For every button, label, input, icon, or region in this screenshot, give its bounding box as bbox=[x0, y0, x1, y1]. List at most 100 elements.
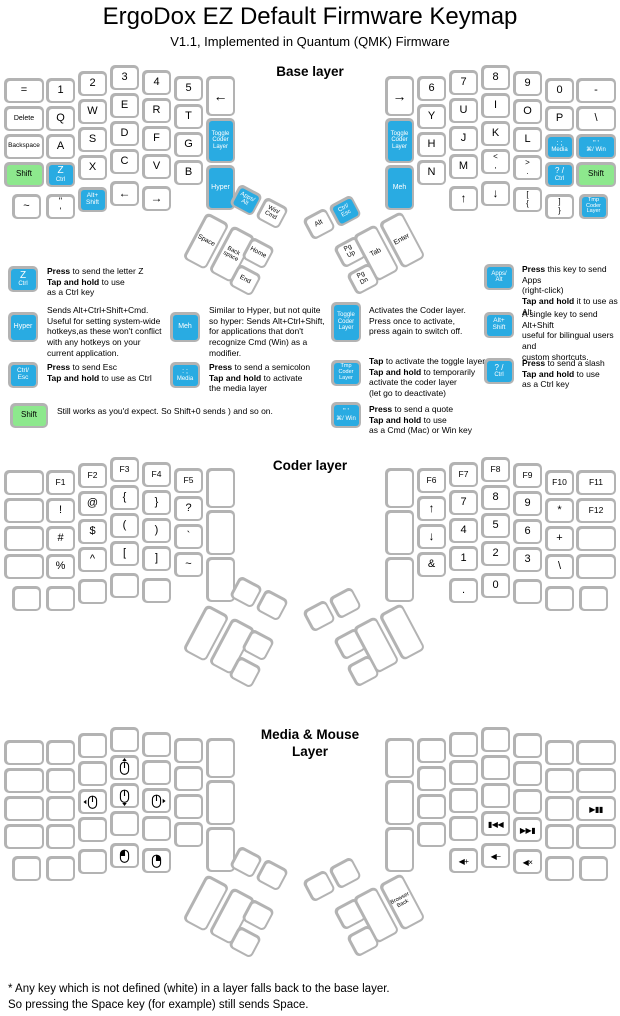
coder-key-symbol: } bbox=[142, 490, 171, 515]
coder-key-symbol: . bbox=[449, 578, 478, 603]
media-mouse-left-key bbox=[78, 789, 107, 814]
base-key-k: K bbox=[481, 121, 510, 146]
coder-key-1: 1 bbox=[449, 546, 478, 571]
coder-key-blank bbox=[545, 586, 574, 611]
volume-mute-icon: ◀× bbox=[522, 858, 533, 868]
media-key-blank bbox=[142, 760, 171, 785]
page-subtitle: V1.1, Implemented in Quantum (QMK) Firmw… bbox=[170, 34, 450, 49]
base-key-j: J bbox=[449, 126, 478, 151]
coder-key-f10: F10 bbox=[545, 470, 574, 495]
coder-key-blank bbox=[4, 526, 44, 551]
base-key-symbol: ~ bbox=[12, 194, 41, 219]
legend-key-apps-alt: Apps/Alt bbox=[484, 264, 514, 290]
coder-key-blank bbox=[78, 579, 107, 604]
coder-key-f3: F3 bbox=[110, 457, 139, 482]
base-key-a: A bbox=[46, 134, 75, 159]
coder-key-blank bbox=[385, 468, 414, 508]
coder-key-3: 3 bbox=[513, 547, 542, 572]
media-key-blank bbox=[385, 780, 414, 825]
media-key-blank bbox=[545, 796, 574, 821]
coder-key-symbol: \ bbox=[545, 554, 574, 579]
coder-key-blank bbox=[206, 510, 235, 555]
media-key-blank bbox=[4, 824, 44, 849]
coder-key-f2: F2 bbox=[78, 463, 107, 488]
base-key-symbol: - bbox=[576, 78, 616, 103]
base-key-symbol: ↑ bbox=[449, 186, 478, 211]
coder-key-symbol: ? bbox=[174, 496, 203, 521]
legend-key-ctrl: ? /Ctrl bbox=[484, 358, 514, 384]
mouse-button-left-icon bbox=[115, 846, 134, 866]
base-key-hyper: Hyper bbox=[206, 165, 235, 210]
footer-line-1: * Any key which is not defined (white) i… bbox=[8, 983, 390, 995]
coder-key-f4: F4 bbox=[142, 462, 171, 487]
media-key-blank bbox=[46, 740, 75, 765]
media-key-blank bbox=[46, 796, 75, 821]
coder-key-blank bbox=[576, 554, 616, 579]
media-layer-label: Media & Mouse Layer bbox=[260, 727, 360, 759]
media-key-blank bbox=[110, 811, 139, 836]
media-key-blank bbox=[78, 733, 107, 758]
base-key-f: F bbox=[142, 126, 171, 151]
coder-key-symbol: # bbox=[46, 526, 75, 551]
base-key-o: O bbox=[513, 99, 542, 124]
media-key-blank bbox=[174, 822, 203, 847]
coder-key-symbol: ↑ bbox=[417, 496, 446, 521]
coder-key-7: 7 bbox=[449, 490, 478, 515]
base-key-l: L bbox=[513, 127, 542, 152]
base-key-4: 4 bbox=[142, 70, 171, 95]
media-key-blank bbox=[385, 738, 414, 778]
coder-key-4: 4 bbox=[449, 518, 478, 543]
media-mouse-down-key bbox=[110, 783, 139, 808]
base-key-7: 7 bbox=[449, 70, 478, 95]
base-key-delete: Delete bbox=[4, 106, 44, 131]
media-key-blank bbox=[4, 796, 44, 821]
media-key-blank bbox=[449, 816, 478, 841]
coder-key-symbol: & bbox=[417, 552, 446, 577]
media-key-blank bbox=[46, 768, 75, 793]
media-key-blank bbox=[206, 827, 235, 872]
media-key-blank bbox=[576, 824, 616, 849]
legend-key-alt-shift: Alt+Shift bbox=[484, 312, 514, 338]
coder-key-symbol: [ bbox=[110, 541, 139, 566]
coder-key-blank bbox=[385, 557, 414, 602]
coder-key-0: 0 bbox=[481, 573, 510, 598]
coder-key-blank bbox=[206, 557, 235, 602]
coder-key-5: 5 bbox=[481, 513, 510, 538]
legend-key-hyper: Hyper bbox=[8, 312, 38, 342]
base-key-shift: Shift bbox=[576, 162, 616, 187]
media-key-blank bbox=[174, 738, 203, 763]
base-key-q: Q bbox=[46, 106, 75, 131]
media-key-blank bbox=[481, 755, 510, 780]
base-key-symbol: [{ bbox=[513, 187, 542, 212]
base-key-r: R bbox=[142, 98, 171, 123]
base-key-symbol: ← bbox=[206, 76, 235, 116]
media-key-blank bbox=[576, 740, 616, 765]
base-key-symbol: ← bbox=[110, 181, 139, 206]
media-key-blank bbox=[417, 766, 446, 791]
base-key-symbol: \ bbox=[576, 106, 616, 131]
coder-key-blank bbox=[110, 573, 139, 598]
media-key-blank bbox=[78, 761, 107, 786]
coder-key-blank bbox=[579, 586, 608, 611]
coder-key-f12: F12 bbox=[576, 498, 616, 523]
base-key-g: G bbox=[174, 132, 203, 157]
media-key-blank bbox=[545, 768, 574, 793]
media-key-blank bbox=[174, 794, 203, 819]
coder-key-2: 2 bbox=[481, 541, 510, 566]
media-key-blank bbox=[449, 732, 478, 757]
base-key-symbol: <, bbox=[481, 149, 510, 174]
coder-key-symbol: ` bbox=[174, 524, 203, 549]
media-key-blank bbox=[78, 817, 107, 842]
base-key-9: 9 bbox=[513, 71, 542, 96]
coder-key-6: 6 bbox=[513, 519, 542, 544]
coder-key-blank bbox=[4, 554, 44, 579]
base-key-w: W bbox=[78, 99, 107, 124]
page-title: ErgoDox EZ Default Firmware Keymap bbox=[102, 3, 518, 30]
